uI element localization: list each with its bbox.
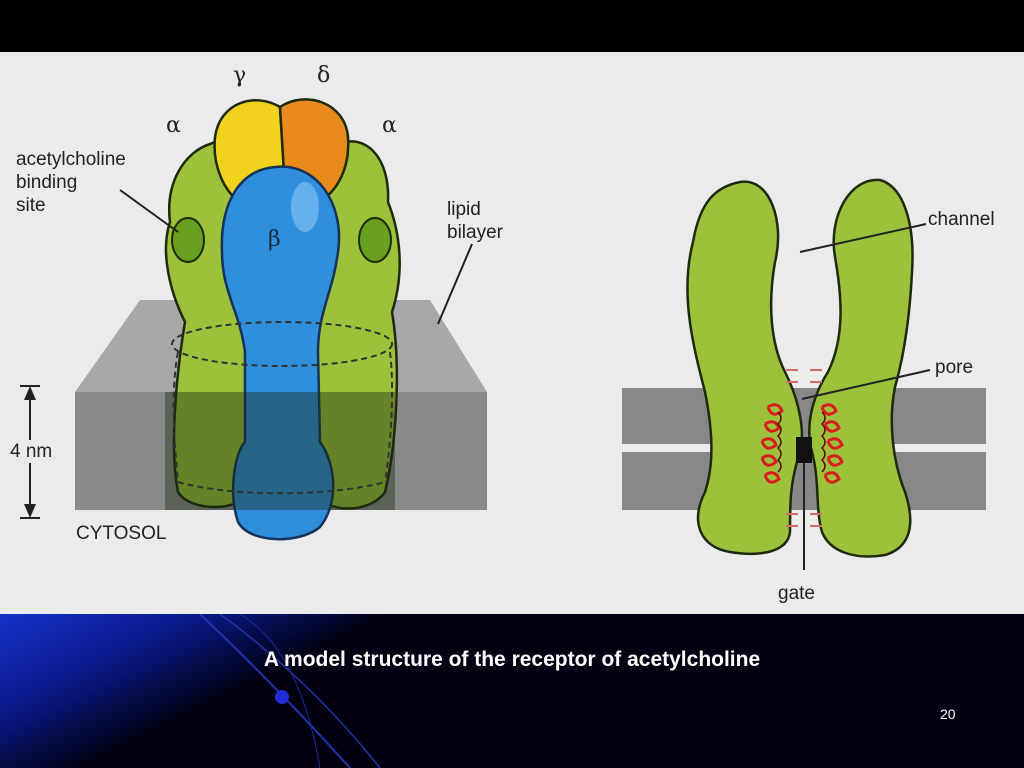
pore-pointer <box>801 369 931 400</box>
cytosol-label: CYTOSOL <box>76 523 167 544</box>
gate-label: gate <box>778 583 815 604</box>
pore-label: pore <box>935 357 974 378</box>
pore-dashes <box>786 369 822 527</box>
page-number: 20 <box>940 706 956 722</box>
delta-label: δ <box>317 63 331 88</box>
beta-subunit <box>220 165 341 541</box>
membrane-slab-top <box>622 388 986 444</box>
helices-right <box>820 403 844 484</box>
thickness-label: 4 nm <box>8 440 55 463</box>
channel-label: channel <box>928 209 995 230</box>
gamma-label: γ <box>233 63 247 88</box>
lipid-bilayer-pointer <box>437 243 473 325</box>
membrane-ring <box>171 321 393 367</box>
alpha-left-label: α <box>166 113 181 138</box>
dimension-arrow-up <box>24 386 36 400</box>
lipid-bilayer-label: lipid bilayer <box>447 199 503 243</box>
beta-label: β <box>268 227 281 252</box>
receptor-figure: γ δ α α β acetylcholine binding site lip… <box>0 52 1024 614</box>
binding-site-left <box>171 217 205 263</box>
receptor-diagram <box>20 98 986 570</box>
helices-left <box>760 403 784 484</box>
alpha-right-label: α <box>382 113 397 138</box>
channel-wall-left <box>686 180 804 556</box>
binding-site-pointer <box>119 189 179 233</box>
slide-caption: A model structure of the receptor of ace… <box>263 648 761 671</box>
binding-site-label: acetylcholine binding site <box>16 149 126 216</box>
channel-wall-right <box>808 178 914 558</box>
binding-site-right <box>358 217 392 263</box>
gate-block <box>796 437 812 463</box>
dimension-arrow-down <box>24 504 36 518</box>
channel-pointer <box>799 223 927 253</box>
